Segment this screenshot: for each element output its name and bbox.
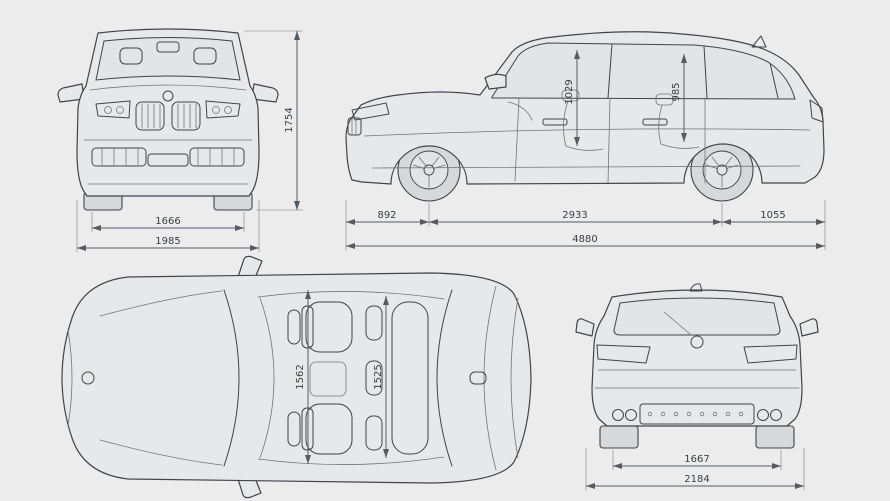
side-headlight: [351, 102, 390, 121]
rear-window-edge: [436, 289, 453, 467]
dimension-label: 2933: [562, 210, 587, 221]
headlight-right: [205, 100, 241, 119]
roof-antenna-fin-top: [469, 371, 487, 385]
trunk-line: [483, 285, 497, 471]
side-glass: [491, 42, 796, 100]
diffuser: [639, 403, 755, 425]
rear-wiper: [663, 311, 691, 335]
dim-rear-cabin-width: 1525: [373, 296, 389, 458]
door-handle-rear: [642, 118, 668, 126]
headlight-left: [95, 100, 131, 119]
door-handle-front: [542, 118, 568, 126]
taillight-left: [596, 344, 651, 364]
taillight-side: [809, 99, 824, 123]
rear-edge-line: [510, 297, 519, 459]
rear-wheel-left: [599, 425, 639, 449]
dimension-label: 1666: [155, 216, 180, 227]
side-view: 1029 985: [345, 31, 825, 202]
windshield: [95, 37, 241, 81]
top-view: 1562 1525: [61, 255, 532, 499]
glasshouse-top-edge: [257, 291, 445, 300]
rear-antenna-fin: [689, 283, 703, 292]
dimension-label: 4880: [572, 234, 597, 245]
top-mirror-upper: [237, 255, 263, 279]
roof-antenna-fin: [751, 35, 767, 48]
side-mirror-left: [57, 83, 85, 103]
dim-overall-length: 4880: [346, 234, 825, 249]
bmw-roundel: [162, 90, 174, 102]
dim-wheelbase: 2933: [429, 210, 722, 225]
dimension-label: 985: [671, 82, 682, 101]
dimension-label: 892: [377, 210, 396, 221]
dimension-label: 1754: [284, 107, 295, 132]
rear-dimensions: 1667 2184: [585, 448, 805, 490]
dim-rear-track: 1667: [613, 454, 781, 469]
dim-front-headroom: 1029: [564, 50, 580, 146]
rear-mirror-right: [799, 318, 819, 337]
roof-front-edge: [259, 297, 275, 459]
dim-front-track: 1666: [91, 212, 245, 232]
rear-window: [613, 297, 781, 336]
interior-headrests: [119, 41, 217, 65]
kidney-grille: [135, 101, 201, 131]
dim-overall-height: 1754: [244, 30, 303, 211]
dim-rear-overall-width: 2184: [586, 474, 804, 489]
dimension-label: 1525: [373, 364, 384, 389]
rear-bench: [365, 301, 429, 455]
side-mirror-right: [251, 83, 279, 103]
rear-view: [575, 283, 819, 449]
dim-rear-headroom: 985: [671, 54, 687, 142]
pillars: [607, 43, 779, 99]
dim-front-cabin-width: 1562: [295, 290, 311, 464]
hood-crease: [89, 84, 247, 91]
dimension-label: 1055: [760, 210, 785, 221]
dimension-label: 2184: [684, 474, 709, 485]
bmw-roundel-rear: [690, 335, 704, 349]
dim-rear-overhang: 1055: [722, 210, 825, 225]
side-dimensions: 892 2933 1055 4880: [345, 200, 826, 250]
taillight-right: [743, 344, 798, 364]
interior-seats: [507, 89, 700, 151]
dimension-label: 1562: [295, 364, 306, 389]
rearview-mirror: [156, 41, 180, 53]
front-view: [57, 28, 279, 211]
rear-wheel: [690, 138, 754, 202]
front-wheel: [397, 138, 461, 202]
dim-front-width: 1985: [76, 200, 260, 252]
rear-mirror-left: [575, 318, 595, 337]
dim-front-overhang: 892: [346, 210, 429, 225]
bmw-roundel: [81, 371, 95, 385]
top-body-outline: [61, 272, 532, 484]
character-line: [363, 128, 811, 137]
top-mirror-lower: [237, 477, 262, 499]
dimension-label: 1985: [155, 236, 180, 247]
windshield-base: [223, 289, 240, 467]
side-mirror: [484, 73, 507, 90]
side-grille: [347, 117, 362, 136]
dimension-label: 1029: [564, 79, 575, 104]
hood-details: [67, 290, 223, 466]
door-seams: [514, 97, 706, 184]
dimension-label: 1667: [684, 454, 709, 465]
rear-wheel-right: [755, 425, 795, 449]
glasshouse-bottom-edge: [257, 456, 445, 465]
rocker-line: [371, 165, 801, 169]
front-bumper: [83, 139, 253, 185]
exhaust-tips: [612, 409, 782, 421]
